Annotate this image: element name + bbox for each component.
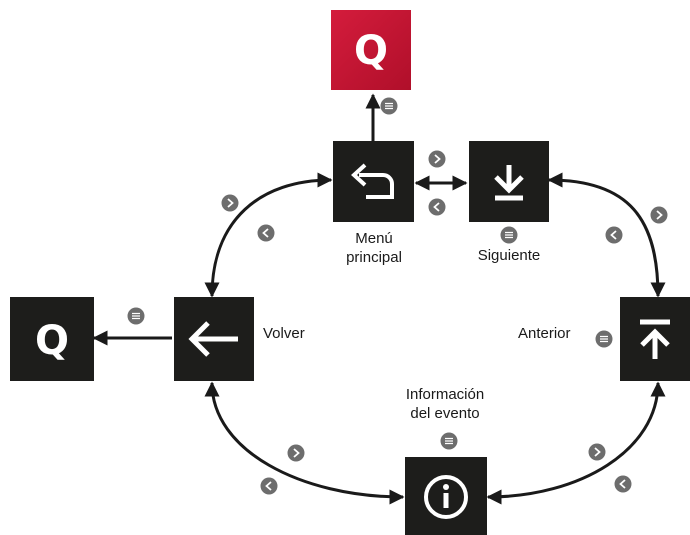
connectors — [92, 93, 666, 505]
menu-lines-icon — [380, 97, 398, 115]
prev-badge-icon — [260, 477, 278, 495]
arrow-menu-back — [204, 172, 333, 298]
event-info-label: Información del evento — [405, 386, 485, 422]
upload-arrow-icon — [640, 319, 670, 359]
main-menu-label: Menú principal — [346, 230, 402, 266]
left-arrow-icon — [188, 321, 238, 357]
next-badge-icon — [221, 194, 239, 212]
menu-lines-icon — [500, 226, 518, 244]
event-info-tile[interactable] — [405, 457, 487, 535]
download-arrow-icon — [494, 165, 524, 201]
back-tile[interactable] — [174, 297, 254, 381]
next-tile[interactable] — [469, 141, 549, 222]
arrow-next-previous — [547, 172, 666, 298]
next-badge-icon — [650, 206, 668, 224]
previous-tile[interactable] — [620, 297, 690, 381]
next-badge-icon — [287, 444, 305, 462]
menu-lines-icon — [127, 307, 145, 325]
arrow-previous-info — [486, 381, 666, 505]
next-badge-icon — [428, 150, 446, 168]
back-label: Volver — [263, 325, 305, 342]
main-menu-tile[interactable] — [333, 141, 414, 222]
previous-label: Anterior — [518, 325, 571, 342]
search-top-tile[interactable]: Q — [331, 10, 411, 90]
search-left-tile[interactable]: Q — [10, 297, 94, 381]
badges — [127, 97, 668, 495]
prev-badge-icon — [257, 224, 275, 242]
prev-badge-icon — [428, 198, 446, 216]
arrow-back-info — [204, 381, 405, 505]
q-letter-icon: Q — [35, 318, 69, 364]
menu-lines-icon — [440, 432, 458, 450]
prev-badge-icon — [605, 226, 623, 244]
menu-lines-icon — [595, 330, 613, 348]
q-letter-icon: Q — [354, 28, 388, 74]
return-arrow-icon — [351, 163, 394, 199]
next-badge-icon — [588, 443, 606, 461]
next-label: Siguiente — [477, 247, 541, 264]
info-circle-icon — [424, 475, 468, 519]
prev-badge-icon — [614, 475, 632, 493]
